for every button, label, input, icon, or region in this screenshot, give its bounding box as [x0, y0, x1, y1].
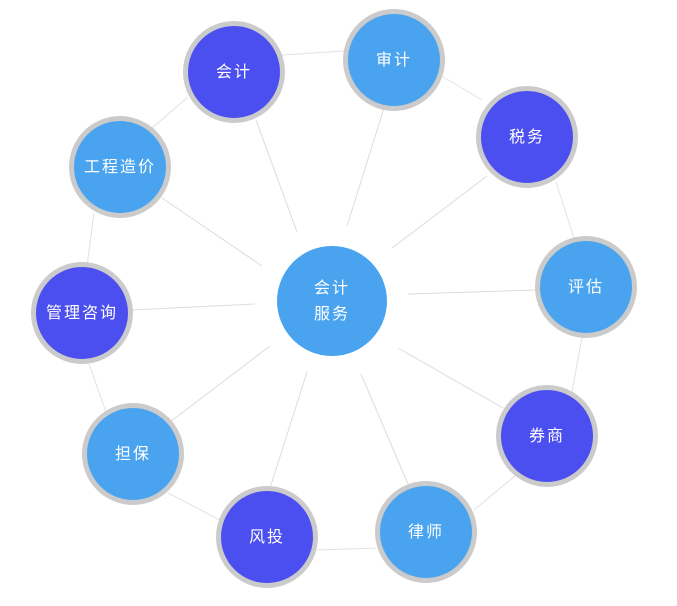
node-audit: 审计 — [343, 9, 445, 111]
node-label: 券商 — [528, 426, 565, 445]
node-label: 工程造价 — [83, 157, 156, 176]
spoke-brokerage — [397, 347, 504, 409]
ring-segment — [571, 336, 583, 393]
spoke-guarantee — [169, 345, 271, 423]
ring-segment — [555, 181, 575, 239]
center-label-line2: 服务 — [313, 304, 350, 323]
spoke-consulting — [131, 303, 256, 311]
ring-segment — [86, 212, 95, 267]
node-valuation: 评估 — [535, 236, 637, 338]
node-label: 风投 — [248, 527, 285, 546]
node-label: 管理咨询 — [45, 303, 118, 322]
spoke-valuation — [407, 289, 536, 295]
node-label: 审计 — [375, 50, 412, 69]
node-brokerage: 券商 — [496, 385, 598, 487]
node-tax: 税务 — [476, 86, 578, 188]
spoke-lawyer — [360, 373, 409, 485]
center-label-line1: 会计 — [313, 278, 350, 297]
ring-segment — [151, 96, 189, 129]
spoke-tax — [391, 175, 488, 249]
node-label: 评估 — [567, 277, 604, 296]
ring-segment — [439, 74, 483, 101]
node-label: 担保 — [114, 444, 151, 463]
center-node: 会计 服务 — [277, 246, 387, 356]
node-costing: 工程造价 — [69, 116, 171, 218]
spoke-venture — [269, 371, 308, 489]
spoke-costing — [161, 197, 263, 267]
ring-segment — [473, 474, 517, 511]
node-label: 律师 — [407, 522, 444, 541]
ring-segment — [316, 547, 377, 551]
ring-segment — [167, 492, 221, 521]
node-venture: 风投 — [216, 486, 318, 588]
node-guarantee: 担保 — [82, 403, 184, 505]
ring-segment — [281, 50, 346, 56]
node-label: 税务 — [508, 127, 545, 146]
node-label: 会计 — [215, 62, 252, 81]
node-lawyer: 律师 — [375, 481, 477, 583]
ring-segment — [88, 363, 108, 416]
node-consulting: 管理咨询 — [31, 262, 133, 364]
node-accounting: 会计 — [183, 21, 285, 123]
spoke-accounting — [255, 119, 298, 233]
spoke-audit — [346, 107, 385, 227]
